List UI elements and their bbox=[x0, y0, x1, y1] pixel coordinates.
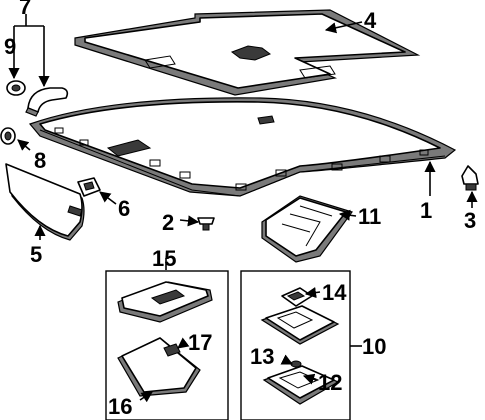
leader-lines bbox=[8, 14, 478, 403]
assist-grip bbox=[25, 87, 69, 117]
callout-5: 5 bbox=[30, 242, 42, 267]
clip-part-9 bbox=[6, 80, 26, 96]
callout-14: 14 bbox=[322, 280, 347, 305]
callout-2: 2 bbox=[162, 210, 174, 235]
bracket-part-11 bbox=[261, 195, 353, 263]
callout-7: 7 bbox=[19, 0, 31, 19]
lamp-housing-part-15 bbox=[117, 281, 213, 323]
callout-15: 15 bbox=[152, 246, 176, 271]
callout-13: 13 bbox=[250, 344, 274, 369]
callout-10: 10 bbox=[362, 334, 386, 359]
headliner bbox=[28, 97, 457, 197]
knob-part-8 bbox=[0, 127, 16, 145]
sun-visor bbox=[5, 163, 85, 241]
callout-3: 3 bbox=[464, 208, 476, 233]
dome-lamp-group-box bbox=[105, 270, 229, 420]
callout-1: 1 bbox=[420, 198, 432, 223]
callout-6: 6 bbox=[118, 196, 130, 221]
lamp-assembly-upper bbox=[260, 305, 340, 345]
bulb-part-17 bbox=[163, 343, 181, 357]
callout-8: 8 bbox=[34, 148, 46, 173]
callout-17: 17 bbox=[188, 330, 212, 355]
callout-9: 9 bbox=[4, 34, 16, 59]
callout-4: 4 bbox=[364, 8, 377, 33]
callout-11: 11 bbox=[358, 204, 381, 229]
switch-part-14 bbox=[281, 287, 313, 307]
push-clip-part-3 bbox=[461, 165, 479, 191]
visor-holder bbox=[77, 177, 101, 197]
lamp-lens-part-16 bbox=[117, 337, 201, 397]
callout-12: 12 bbox=[318, 370, 342, 395]
lamp-lens-part-12 bbox=[262, 365, 340, 405]
screw-part-2 bbox=[197, 217, 215, 231]
callout-16: 16 bbox=[108, 394, 132, 419]
